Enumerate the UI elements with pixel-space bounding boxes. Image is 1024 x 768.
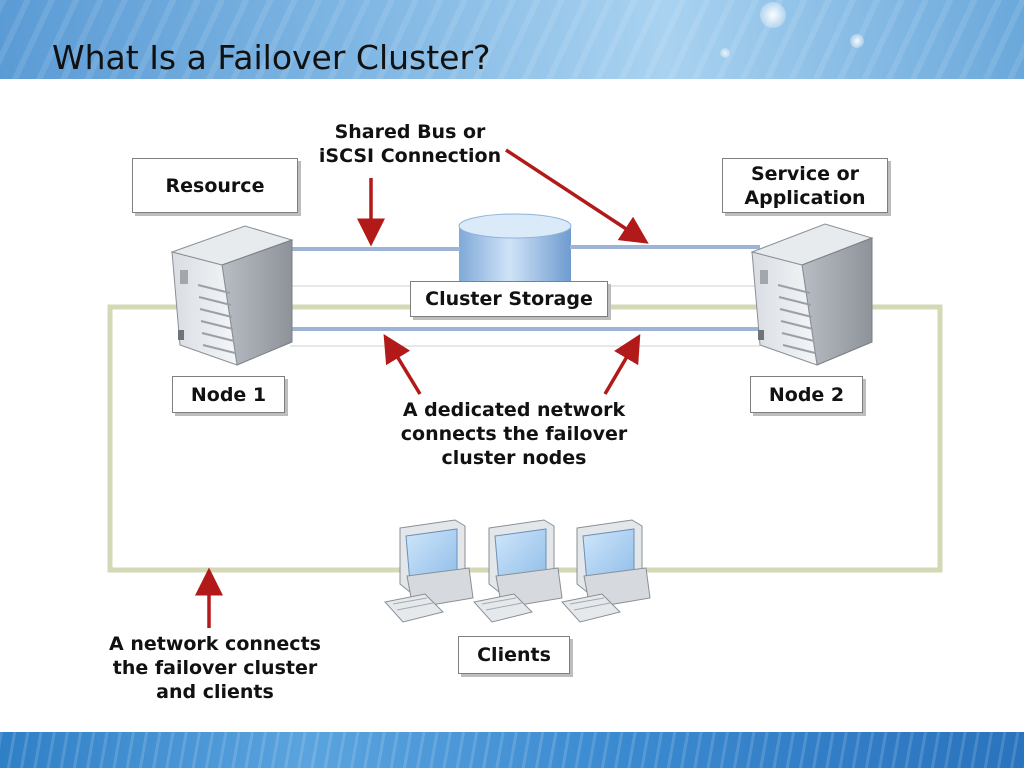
node1-label: Node 1 (172, 376, 285, 413)
header-glow (720, 48, 730, 58)
server-icon (170, 225, 294, 366)
dedicated-network-callout: A dedicated network connects the failove… (384, 398, 644, 470)
arrow-shared-bus-right (505, 148, 649, 244)
footer-texture (0, 732, 1024, 768)
callout-line: Shared Bus or (334, 121, 486, 143)
server-icon (750, 223, 874, 366)
callout-line: iSCSI Connection (318, 145, 502, 167)
client-computer-icon (473, 519, 563, 623)
callout-line: connects the failover (400, 423, 628, 445)
callout-line: A network connects (109, 633, 321, 655)
client-computer-icon (384, 519, 474, 623)
arrow-dedicated-left (383, 334, 422, 395)
cluster-storage-label: Cluster Storage (410, 281, 608, 317)
callout-line: the failover cluster (112, 657, 318, 679)
header-glow (760, 2, 786, 28)
client-network-callout: A network connects the failover cluster … (90, 632, 340, 704)
callout-line: cluster nodes (441, 447, 587, 469)
footer-banner (0, 732, 1024, 768)
client-computer-icon (561, 519, 651, 623)
slide-title: What Is a Failover Cluster? (52, 38, 491, 77)
arrow-dedicated-right (603, 333, 641, 395)
callout-line: and clients (156, 681, 274, 703)
node2-label: Node 2 (750, 376, 863, 413)
service-label-line1: Service or (750, 162, 860, 185)
header-banner (0, 0, 1024, 79)
shared-bus-callout: Shared Bus or iSCSI Connection (300, 120, 520, 168)
callout-line: A dedicated network (402, 399, 626, 421)
header-glow (850, 34, 864, 48)
service-label-line2: Application (744, 186, 866, 209)
resource-label: Resource (132, 158, 298, 213)
clients-label: Clients (458, 636, 570, 674)
service-application-label: Service or Application (722, 158, 888, 213)
